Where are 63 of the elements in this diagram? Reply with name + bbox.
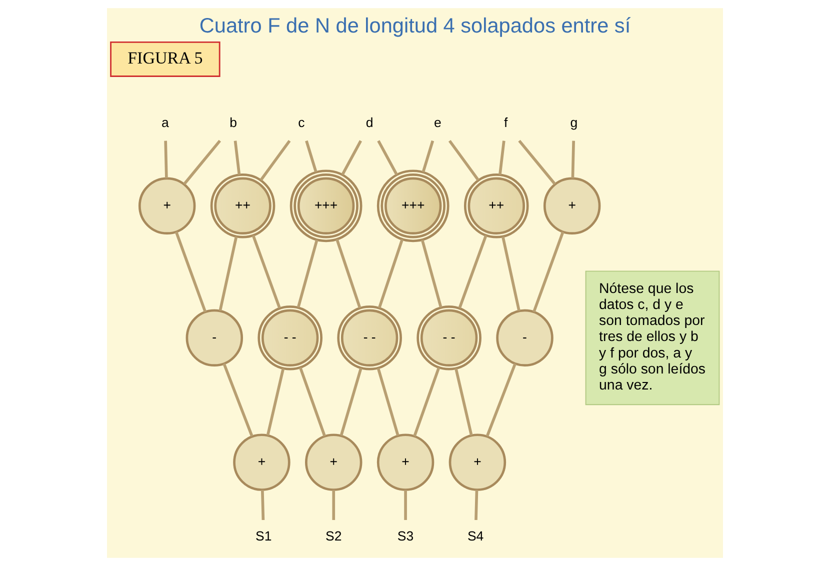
node-text: S1 [255,528,272,544]
node-circle: + [138,177,196,234]
connector [474,490,478,520]
connector [377,238,404,308]
node-text: d [365,115,373,130]
connector [304,140,317,172]
connector [532,231,564,312]
connector [458,234,487,308]
node-text: a [161,115,168,130]
connector [298,367,326,437]
connector [260,490,264,520]
connector [570,140,574,178]
node-text: c [298,115,304,130]
node-circle: + [304,434,362,491]
connector [412,367,440,437]
node-text: f [503,115,508,130]
node-circle: ++ [210,173,275,238]
connector [376,140,398,176]
connector [501,236,520,312]
connector [420,240,442,308]
connector [340,140,362,176]
connector [518,140,556,185]
connector [164,140,168,178]
connector [404,490,406,520]
connector [218,236,238,312]
node-text: g [570,115,578,130]
connector [335,238,361,308]
connector [454,368,472,436]
node-circle: - - [336,305,402,370]
connector [174,231,206,312]
node-circle: - - [416,305,481,370]
connector [498,140,505,175]
connector [251,234,280,308]
connector [222,363,253,437]
node-circle: + [542,177,600,234]
connector [376,368,399,436]
node-circle: + [376,434,434,491]
connector [339,368,362,436]
connector [182,140,221,185]
node-text: b [229,115,237,130]
node-circle: +++ [289,170,362,242]
node-text: S3 [396,528,414,544]
connector [233,140,240,175]
node-text: S2 [325,528,342,544]
connector [485,363,516,437]
node-text: e [434,115,441,130]
node-circle: + [448,434,506,491]
node-circle: + [232,434,290,491]
node-box: FIGURA 5 [110,41,220,77]
node-circle: - [496,309,553,366]
connector [421,140,434,172]
connector [448,140,479,181]
node-box: Nótese que los datos c, d y e son tomados por tres de ellos y b y f por dos, a y g sólo son leídos una vez. [584,270,720,406]
connector [332,490,335,520]
node-circle: +++ [376,170,449,242]
connector [266,368,284,436]
diagram-title: Cuatro F de N de longitud 4 solapados entre sí [198,14,630,38]
connector [259,140,290,181]
node-circle: - [185,309,243,366]
connector [296,240,318,308]
node-circle: - - [257,305,322,370]
node-circle: ++ [463,173,528,238]
node-text: S4 [466,528,484,544]
